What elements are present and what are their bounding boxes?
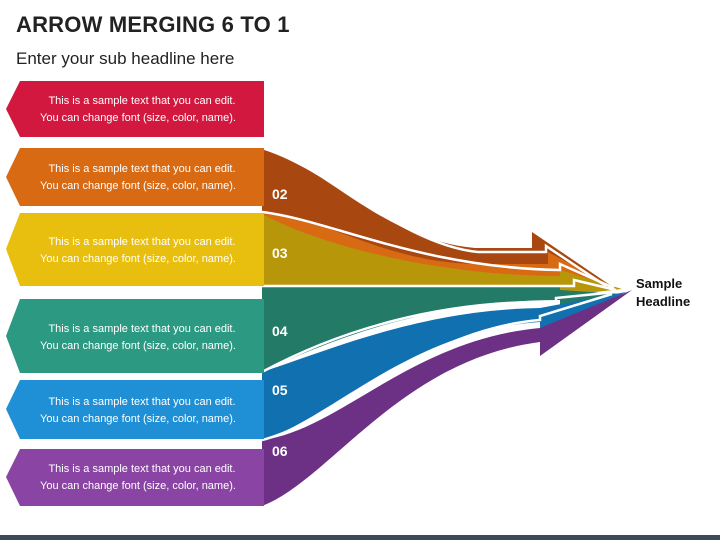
arrow-band-4-shape [262,286,622,372]
label-box-6-line1: This is a sample text that you can edit. [48,463,235,475]
label-box-4: This is a sample text that you can edit.… [6,299,288,373]
page-title: ARROW MERGING 6 TO 1 [16,12,290,37]
label-box-4-line2: You can change font (size, color, name). [40,340,236,352]
label-box-6-line2: You can change font (size, color, name). [40,480,236,492]
label-box-3-line2: You can change font (size, color, name). [40,253,236,265]
label-box-4-shape [6,299,264,373]
label-box-2-line2: You can change font (size, color, name). [40,180,236,192]
separator-4 [261,290,617,374]
label-box-3-number: 03 [272,245,288,261]
label-box-2: This is a sample text that you can edit.… [6,148,288,206]
separator-2 [261,210,615,290]
label-box-1-number: 01 [272,124,288,140]
arrow-band-5-shape [262,292,626,440]
label-box-5-line1: This is a sample text that you can edit. [48,396,235,408]
label-box-1-line2: You can change font (size, color, name). [40,112,236,124]
separator-3 [262,278,617,292]
label-box-2-shape [6,148,264,206]
band-separators [261,146,617,442]
label-box-5-number: 05 [272,382,288,398]
label-box-4-number: 04 [272,323,288,339]
label-box-6: This is a sample text that you can edit.… [6,443,288,506]
separator-5 [261,292,613,442]
separator-1 [261,146,607,288]
label-box-5: This is a sample text that you can edit.… [6,380,288,439]
arrow-band-5 [262,292,626,440]
label-box-2-line1: This is a sample text that you can edit. [48,163,235,175]
label-box-5-shape [6,380,264,439]
label-box-3-shape [6,213,264,286]
arrow-band-4 [262,286,622,372]
label-box-3-line1: This is a sample text that you can edit. [48,236,235,248]
arrow-band-6-shape [262,290,632,506]
arrow-band-6 [262,290,632,506]
label-box-6-shape [6,449,264,506]
label-box-1-line1: This is a sample text that you can edit. [48,95,235,107]
arrow-band-3-shape [262,214,622,296]
label-box-5-line2: You can change font (size, color, name). [40,413,236,425]
page-subtitle: Enter your sub headline here [16,49,235,68]
label-box-1: This is a sample text that you can edit.… [6,81,288,140]
label-box-6-number: 06 [272,443,288,459]
label-box-1-shape [6,81,264,137]
bottom-bar [0,535,720,540]
label-box-2-number: 02 [272,186,288,202]
arrow-band-3 [262,214,622,296]
label-box-4-line1: This is a sample text that you can edit. [48,323,235,335]
label-box-3: This is a sample text that you can edit.… [6,213,288,286]
